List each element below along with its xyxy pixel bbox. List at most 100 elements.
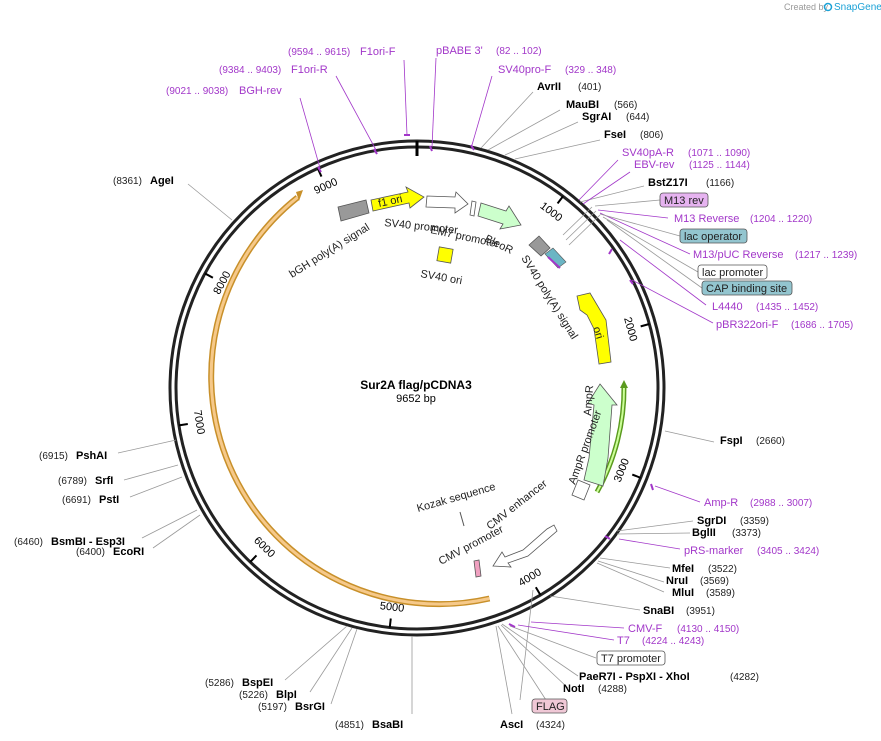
kozak-leader	[459, 511, 465, 527]
lac-promoter-label: lac promoter	[702, 267, 763, 279]
enzyme-bsrgi[interactable]: BsrGI	[295, 701, 325, 713]
primer-m13-reverse[interactable]: M13 Reverse	[674, 213, 739, 225]
bleor-arrow	[477, 202, 522, 230]
primer-bgh-rev[interactable]: BGH-rev	[239, 85, 282, 97]
enzyme-mlui[interactable]: MluI	[672, 587, 694, 599]
cmv-promoter-label: CMV promoter	[437, 523, 506, 567]
tick-mark	[534, 586, 542, 596]
ampr-label: AmpR	[582, 385, 596, 416]
credit-prefix: Created by	[784, 2, 829, 12]
lac-operator-label: lac operator	[684, 231, 742, 243]
enzyme-ecori[interactable]: EcoRI	[113, 546, 144, 558]
box-leader-lines	[509, 199, 703, 659]
enzyme-srfi[interactable]: SrfI	[95, 475, 113, 487]
enzyme-paer7i-pspxi-xhoi[interactable]: PaeR7I - PspXI - XhoI	[579, 671, 690, 683]
tick-label: 3000	[612, 457, 632, 484]
t7-promoter-box[interactable]	[596, 650, 666, 666]
lac-operator-box[interactable]	[679, 228, 748, 244]
enzyme-labels: AvrII (401) MauBI (566) SgrAI (644) FseI…	[14, 81, 785, 731]
enzyme-sgrai-pos: (644)	[626, 112, 649, 123]
primer-sv40pro-f[interactable]: SV40pro-F	[498, 64, 551, 76]
tick-mark	[178, 422, 188, 427]
em7-promoter-shape	[469, 200, 477, 217]
primer-l4440[interactable]: L4440	[712, 301, 743, 313]
enzyme-mlui-pos: (3589)	[706, 588, 735, 599]
enzyme-maubi[interactable]: MauBI	[566, 99, 599, 111]
credit-brand: SnapGene	[834, 2, 881, 13]
cap-binding-site-box[interactable]	[701, 280, 793, 296]
plasmid-length: 9652 bp	[396, 393, 436, 405]
insert-arrow-head	[296, 190, 303, 201]
lac-connector-1	[562, 206, 593, 236]
enzyme-srfi-pos: (6789)	[58, 476, 87, 487]
enzyme-sgrdi[interactable]: SgrDI	[697, 515, 726, 527]
enzyme-bstz17i[interactable]: BstZ17I	[648, 177, 688, 189]
enzyme-sgrai[interactable]: SgrAI	[582, 111, 611, 123]
enzyme-bsabi[interactable]: BsaBI	[372, 719, 403, 731]
tick-label: 4000	[517, 566, 544, 589]
enzyme-avrii[interactable]: AvrII	[537, 81, 561, 93]
enzyme-fspi[interactable]: FspI	[720, 435, 743, 447]
enzyme-psti-pos: (6691)	[62, 495, 91, 506]
primer-labels: (9594 .. 9615) F1ori-F pBABE 3' (82 .. 1…	[166, 45, 857, 647]
enzyme-agei[interactable]: AgeI	[150, 175, 174, 187]
enzyme-bsmbi-esp3i[interactable]: BsmBI - Esp3I	[51, 536, 125, 548]
enzyme-paer7i-pos: (4282)	[730, 672, 759, 683]
enzyme-pshai[interactable]: PshAI	[76, 450, 107, 462]
enzyme-asci[interactable]: AscI	[500, 719, 523, 731]
enzyme-bspei[interactable]: BspEI	[242, 677, 273, 689]
enzyme-noti[interactable]: NotI	[563, 683, 584, 695]
flag-box[interactable]	[531, 698, 568, 714]
ampr-arrow	[583, 383, 618, 487]
enzyme-bstz17i-pos: (1166)	[706, 178, 734, 189]
primer-sv40pa-r[interactable]: SV40pA-R	[622, 147, 674, 159]
enzyme-snabi[interactable]: SnaBI	[643, 605, 674, 617]
primer-f1ori-r[interactable]: F1ori-R	[291, 64, 328, 76]
enzyme-psti[interactable]: PstI	[99, 494, 119, 506]
bgh-polya-shape	[337, 199, 370, 222]
enzyme-bglii-pos: (3373)	[732, 528, 761, 539]
tick-label: 2000	[621, 316, 639, 343]
cmv-enhancer-arrow	[492, 524, 558, 568]
tick-label: 1000	[538, 200, 565, 224]
primer-m13puc-reverse[interactable]: M13/pUC Reverse	[693, 249, 783, 261]
ampr-promoter-shape	[571, 479, 591, 501]
tick-mark	[640, 323, 650, 328]
primer-sv40pa-r-range: (1071 .. 1090)	[688, 148, 750, 159]
primer-pbr322ori-f[interactable]: pBR322ori-F	[716, 319, 779, 331]
primer-prs-marker[interactable]: pRS-marker	[684, 545, 744, 557]
tick-mark	[631, 473, 641, 479]
enzyme-fsei[interactable]: FseI	[604, 129, 626, 141]
primer-pbabe3[interactable]: pBABE 3'	[436, 45, 483, 57]
enzyme-maubi-pos: (566)	[614, 100, 637, 111]
primer-amp-r[interactable]: Amp-R	[704, 497, 738, 509]
enzyme-mfei[interactable]: MfeI	[672, 563, 694, 575]
flag-label: FLAG	[536, 701, 565, 713]
primer-f1ori-f-range: (9594 .. 9615)	[288, 47, 350, 58]
f1-ori-arrow	[370, 186, 425, 212]
enzyme-bsmbi-pos: (6460)	[14, 537, 43, 548]
primer-m13puc-reverse-range: (1217 .. 1239)	[795, 250, 857, 261]
primer-m13-reverse-range: (1204 .. 1220)	[750, 214, 812, 225]
primer-f1ori-f[interactable]: F1ori-F	[360, 46, 396, 58]
t7-promoter-label: T7 promoter	[601, 653, 661, 665]
m13-rev-box[interactable]	[659, 192, 709, 208]
enzyme-bspei-pos: (5286)	[205, 678, 234, 689]
enzyme-bglii[interactable]: BglII	[692, 527, 716, 539]
insert-arc	[209, 196, 490, 606]
primer-pbr322ori-f-range: (1686 .. 1705)	[791, 320, 853, 331]
lac-promoter-box[interactable]	[697, 264, 768, 280]
tick-label: 7000	[191, 409, 207, 435]
enzyme-nrui-pos: (3569)	[700, 576, 729, 587]
bleor-label: BleoR	[483, 233, 515, 257]
enzyme-fsei-pos: (806)	[640, 130, 663, 141]
primer-amp-r-range: (2988 .. 3007)	[750, 498, 812, 509]
primer-cmv-f[interactable]: CMV-F	[628, 623, 663, 635]
enzyme-blpi[interactable]: BlpI	[276, 689, 297, 701]
enzyme-nrui[interactable]: NruI	[666, 575, 688, 587]
primer-leader-lines	[299, 57, 714, 641]
primer-t7[interactable]: T7	[617, 635, 630, 647]
sv40-ori-label: SV40 ori	[419, 268, 463, 287]
primer-ebv-rev[interactable]: EBV-rev	[634, 159, 675, 171]
enzyme-fspi-pos: (2660)	[756, 436, 785, 447]
